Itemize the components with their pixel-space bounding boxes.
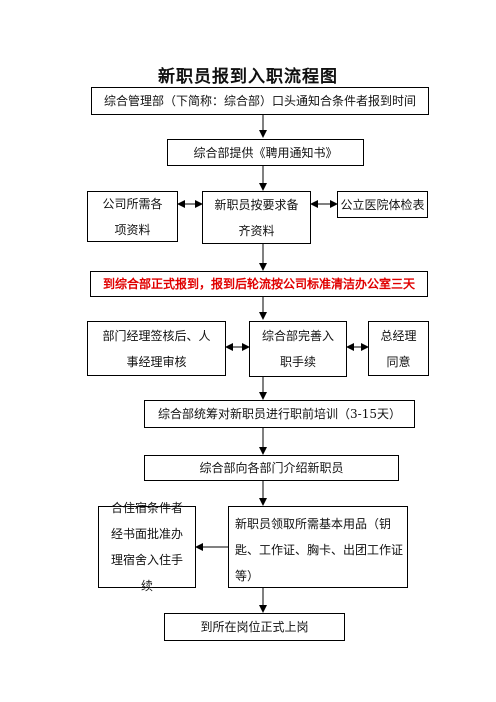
step-introduction: 综合部向各部门介绍新职员 — [144, 455, 399, 481]
step-dept-review: 部门经理签核后、人事经理审核 — [87, 321, 226, 376]
step-company-docs: 公司所需各项资料 — [87, 191, 178, 242]
step-supplies: 新职员领取所需基本用品（钥匙、工作证、胸卡、出团工作证等） — [228, 506, 408, 588]
step-dept-review-text: 部门经理签核后、人事经理审核 — [102, 328, 211, 369]
step-offer-letter: 综合部提供《聘用通知书》 — [167, 139, 364, 166]
step-medical-check-text: 公立医院体检表 — [340, 197, 425, 212]
step-introduction-text: 综合部向各部门介绍新职员 — [199, 461, 344, 475]
step-notice-text: 综合管理部（下简称：综合部）口头通知合条件者报到时间 — [103, 94, 416, 108]
step-official-report: 到综合部正式报到，报到后轮流按公司标准清洁办公室三天 — [90, 271, 428, 297]
step-training-text: 综合部统筹对新职员进行职前培训（3-15天） — [158, 407, 401, 421]
step-medical-check: 公立医院体检表 — [337, 191, 428, 218]
step-prepare-docs-text: 新职员按要求备齐资料 — [214, 197, 299, 238]
step-dormitory-text: 合住宿条件者经书面批准办理宿舍入住手续 — [110, 501, 183, 593]
step-offer-letter-text: 综合部提供《聘用通知书》 — [193, 145, 338, 160]
step-supplies-text: 新职员领取所需基本用品（钥匙、工作证、胸卡、出团工作证等） — [235, 517, 404, 583]
step-training: 综合部统筹对新职员进行职前培训（3-15天） — [144, 400, 415, 428]
step-dormitory: 合住宿条件者经书面批准办理宿舍入住手续 — [98, 501, 196, 593]
step-complete-procedures: 综合部完善入职手续 — [249, 321, 347, 377]
step-complete-procedures-text: 综合部完善入职手续 — [261, 329, 334, 369]
step-official-report-text: 到综合部正式报到，报到后轮流按公司标准清洁办公室三天 — [102, 277, 415, 291]
step-start-work-text: 到所在岗位正式上岗 — [200, 620, 309, 634]
step-start-work: 到所在岗位正式上岗 — [164, 613, 345, 641]
step-gm-approval: 总经理同意 — [368, 321, 429, 376]
step-notice: 综合管理部（下简称：综合部）口头通知合条件者报到时间 — [91, 87, 429, 115]
step-gm-approval-text: 总经理同意 — [380, 328, 417, 369]
page-title: 新职员报到入职流程图 — [158, 67, 338, 87]
step-prepare-docs: 新职员按要求备齐资料 — [202, 191, 311, 244]
step-company-docs-text: 公司所需各项资料 — [102, 196, 163, 237]
